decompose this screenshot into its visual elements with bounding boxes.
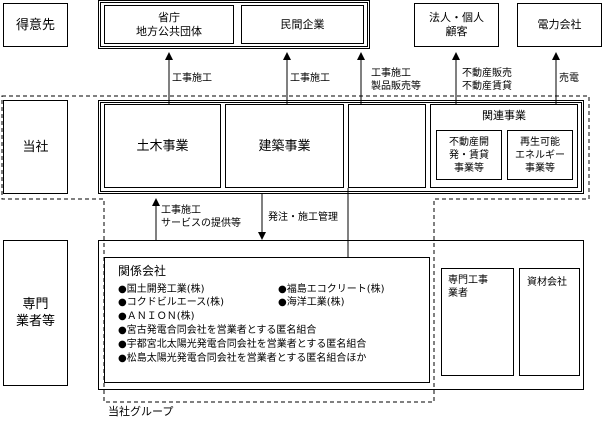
business-renewable-energy: 再生可能 エネルギー 事業等 (507, 130, 573, 180)
affiliate-item: ●福島エコクリート(株) (278, 284, 385, 295)
arrow-label-construction-1: 工事施工 (172, 73, 212, 84)
arrow-label-construction-sales: 工事施工 製品販売等 (371, 68, 421, 92)
affiliate-item: ●国土開発工業(株) (118, 284, 205, 295)
business-building: 建築事業 (225, 104, 344, 188)
arrow-label-realestate-sales: 不動産販売 不動産賃貸 (462, 68, 512, 92)
affiliate-item: ●海洋工業(株) (278, 297, 345, 308)
customer-power-company: 電力会社 (517, 3, 602, 47)
specialist-contractors-label: 専門工事 業者 (448, 275, 488, 299)
row-label-customers: 得意先 (3, 3, 68, 47)
business-realestate: 不動産開 発・賃貸 事業等 (436, 130, 502, 180)
affiliate-item: ●ＡＮＩＯＮ(株) (118, 311, 195, 322)
customer-corporate-individual: 法人・個人 顧客 (414, 3, 499, 47)
arrow-label-construction-2: 工事施工 (290, 73, 330, 84)
row-label-company: 当社 (3, 100, 68, 194)
affiliates-title: 関係会社 (118, 264, 167, 278)
row-label-specialists: 専門 業者等 (3, 240, 68, 386)
affiliate-item: ●宮古発電合同会社を営業者とする匿名組合 (118, 325, 317, 336)
affiliate-item: ●松島太陽光発電合同会社を営業者とする匿名組合ほか (118, 353, 367, 364)
customer-government: 省庁 地方公共団体 (104, 5, 234, 44)
group-label: 当社グループ (108, 405, 174, 418)
materials-company-label: 資材会社 (527, 277, 567, 288)
affiliate-item: ●コクドビルエース(株) (118, 297, 225, 308)
customer-private-company: 民間企業 (241, 5, 364, 44)
related-business-title: 関連事業 (482, 109, 526, 122)
business-civil-engineering: 土木事業 (104, 104, 221, 188)
arrow-label-services: 工事施工 サービスの提供等 (161, 205, 241, 229)
business-blank (348, 104, 426, 188)
arrow-label-electricity-sales: 売電 (559, 73, 579, 84)
arrow-label-ordering: 発注・施工管理 (268, 212, 338, 223)
affiliate-item: ●宇都宮北太陽光発電合同会社を営業者とする匿名組合 (118, 339, 367, 350)
